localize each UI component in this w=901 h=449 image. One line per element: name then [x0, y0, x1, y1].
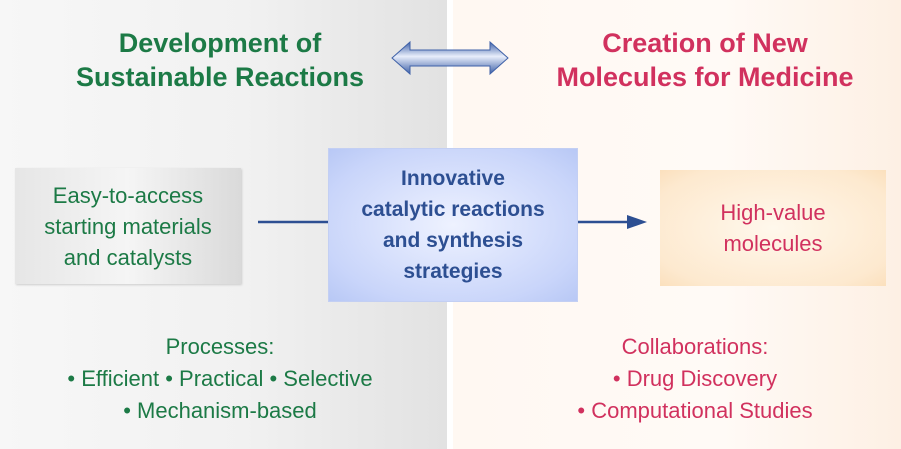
list-heading: Collaborations:: [621, 334, 769, 359]
box-line: Innovative: [401, 167, 505, 190]
box-line: and catalysts: [63, 244, 193, 270]
list-item: • Computational Studies: [577, 398, 813, 423]
processes-list: Processes: • Efficient • Practical • Sel…: [0, 331, 440, 427]
left-title: Development of Sustainable Reactions: [0, 26, 440, 94]
connector-line: [258, 220, 328, 224]
collaborations-list: Collaborations: • Drug Discovery • Compu…: [470, 331, 901, 427]
box-line: catalytic reactions: [361, 198, 545, 221]
list-item: • Efficient • Practical • Selective: [67, 366, 373, 391]
right-title-line: Molecules for Medicine: [556, 62, 854, 92]
right-title: Creation of New Molecules for Medicine: [490, 26, 901, 94]
starting-materials-box: Easy-to-access starting materials and ca…: [15, 168, 241, 284]
left-title-line: Development of: [118, 28, 322, 58]
list-item: • Drug Discovery: [612, 366, 778, 391]
box-line: Easy-to-access: [52, 182, 204, 208]
list-heading: Processes:: [165, 334, 275, 359]
box-line: molecules: [723, 231, 823, 256]
box-line: strategies: [403, 260, 503, 283]
box-line: High-value: [720, 200, 826, 225]
left-title-line: Sustainable Reactions: [75, 62, 365, 92]
list-item: • Mechanism-based: [123, 398, 317, 423]
catalytic-reactions-box: Innovative catalytic reactions and synth…: [328, 148, 578, 302]
right-title-line: Creation of New: [602, 28, 808, 58]
double-arrow-icon: [391, 40, 509, 76]
high-value-molecules-box: High-value molecules: [660, 170, 886, 286]
box-line: and synthesis: [382, 229, 524, 252]
box-line: starting materials: [44, 213, 212, 239]
right-arrow-icon: [578, 215, 647, 229]
